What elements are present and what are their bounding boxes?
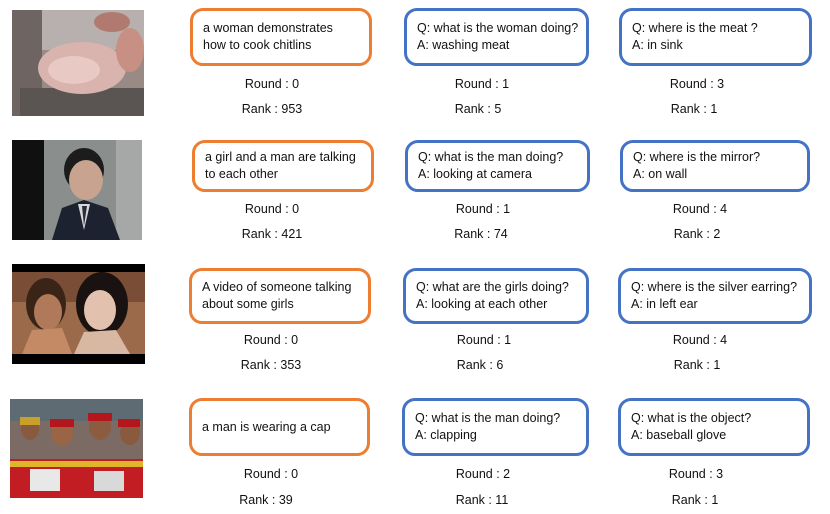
- caption-line: A video of someone talking: [202, 280, 352, 294]
- rank-label: Rank : 6: [456, 358, 504, 372]
- qa-box-2-1: Q: what are the girls doing? A: looking …: [403, 268, 589, 324]
- answer-text: A: in left ear: [631, 297, 698, 311]
- video-thumbnail-1: [12, 140, 142, 240]
- question-text: Q: what are the girls doing?: [416, 280, 569, 294]
- answer-text: A: washing meat: [417, 38, 510, 52]
- question-text: Q: what is the man doing?: [418, 150, 564, 164]
- caption-box-0: a woman demonstrates how to cook chitlin…: [190, 8, 372, 66]
- caption-box-2: A video of someone talking about some gi…: [189, 268, 371, 324]
- round-label: Round : 0: [244, 77, 300, 91]
- rank-label: Rank : 74: [454, 227, 508, 241]
- round-label: Round : 4: [672, 333, 728, 347]
- rank-label: Rank : 353: [240, 358, 302, 372]
- answer-text: A: on wall: [633, 167, 688, 181]
- round-label: Round : 1: [455, 202, 511, 216]
- caption-line: a girl and a man are talking: [205, 150, 356, 164]
- round-label: Round : 3: [669, 77, 725, 91]
- round-label: Round : 1: [456, 333, 512, 347]
- round-label: Round : 3: [668, 467, 724, 481]
- question-text: Q: what is the man doing?: [415, 411, 561, 425]
- caption-line: about some girls: [202, 297, 294, 311]
- answer-text: A: in sink: [632, 38, 683, 52]
- round-label: Round : 1: [454, 77, 510, 91]
- round-label: Round : 4: [672, 202, 728, 216]
- qa-box-1-1: Q: what is the man doing? A: looking at …: [405, 140, 590, 192]
- qa-box-1-2: Q: where is the mirror? A: on wall: [620, 140, 810, 192]
- video-thumbnail-0: [12, 10, 144, 116]
- caption-box-1: a girl and a man are talking to each oth…: [192, 140, 374, 192]
- rank-label: Rank : 2: [673, 227, 721, 241]
- rank-label: Rank : 11: [455, 493, 509, 507]
- caption-line: how to cook chitlins: [203, 38, 312, 52]
- qa-box-2-2: Q: where is the silver earring? A: in le…: [618, 268, 812, 324]
- caption-line: to each other: [205, 167, 278, 181]
- question-text: Q: where is the meat ?: [632, 21, 758, 35]
- caption-box-3: a man is wearing a cap: [189, 398, 370, 456]
- qa-box-0-1: Q: what is the woman doing? A: washing m…: [404, 8, 589, 66]
- question-text: Q: where is the mirror?: [633, 150, 761, 164]
- qa-box-3-1: Q: what is the man doing? A: clapping: [402, 398, 589, 456]
- question-text: Q: what is the woman doing?: [417, 21, 579, 35]
- round-label: Round : 0: [244, 202, 300, 216]
- question-text: Q: what is the object?: [631, 411, 752, 425]
- round-label: Round : 0: [243, 333, 299, 347]
- answer-text: A: baseball glove: [631, 428, 727, 442]
- round-label: Round : 0: [243, 467, 299, 481]
- question-text: Q: where is the silver earring?: [631, 280, 798, 294]
- rank-label: Rank : 421: [241, 227, 303, 241]
- qa-box-0-2: Q: where is the meat ? A: in sink: [619, 8, 812, 66]
- qa-box-3-2: Q: what is the object? A: baseball glove: [618, 398, 810, 456]
- rank-label: Rank : 39: [239, 493, 293, 507]
- video-thumbnail-3: [10, 399, 143, 498]
- rank-label: Rank : 1: [670, 102, 718, 116]
- rank-label: Rank : 953: [241, 102, 303, 116]
- rank-label: Rank : 5: [454, 102, 502, 116]
- caption-line: a woman demonstrates: [203, 21, 333, 35]
- rank-label: Rank : 1: [671, 493, 719, 507]
- rank-label: Rank : 1: [673, 358, 721, 372]
- caption-line: a man is wearing a cap: [202, 419, 331, 434]
- answer-text: A: looking at camera: [418, 167, 532, 181]
- round-label: Round : 2: [455, 467, 511, 481]
- answer-text: A: clapping: [415, 428, 477, 442]
- answer-text: A: looking at each other: [416, 297, 548, 311]
- video-thumbnail-2: [12, 264, 145, 364]
